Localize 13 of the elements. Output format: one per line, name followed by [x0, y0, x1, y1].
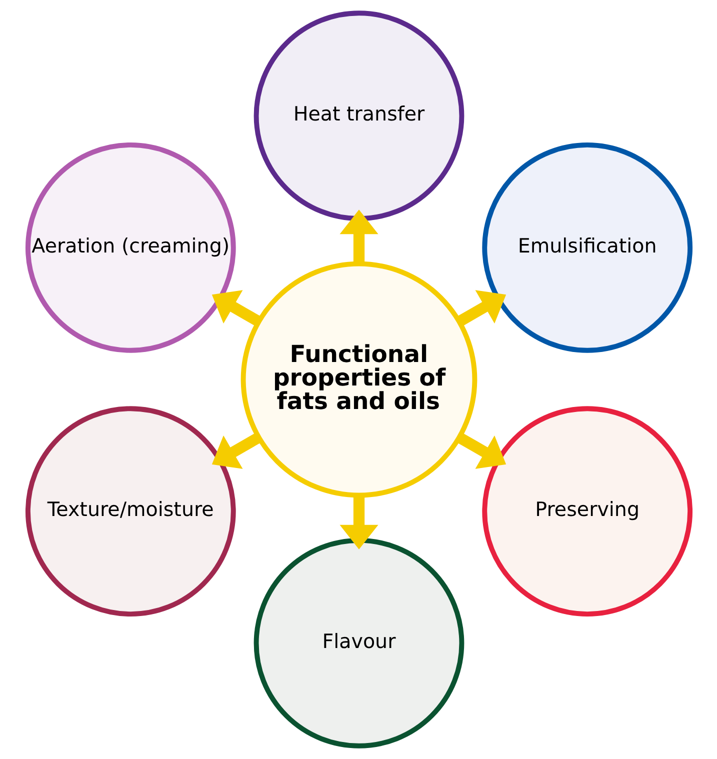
arrow [456, 290, 506, 326]
node-circle: Emulsification [482, 142, 692, 353]
node-circle: Texture/moisture [24, 406, 236, 617]
node-circle: Flavour [253, 538, 464, 748]
node-circle: Functional properties of fats and oils [240, 261, 477, 498]
node-circle: Aeration (creaming) [24, 142, 236, 353]
arrow [211, 290, 261, 326]
node-circle: Heat transfer [253, 10, 464, 222]
node-circle: Preserving [482, 406, 692, 617]
arrow [211, 432, 261, 469]
arrow [339, 496, 378, 550]
arrow [456, 432, 506, 469]
arrow [339, 210, 378, 264]
